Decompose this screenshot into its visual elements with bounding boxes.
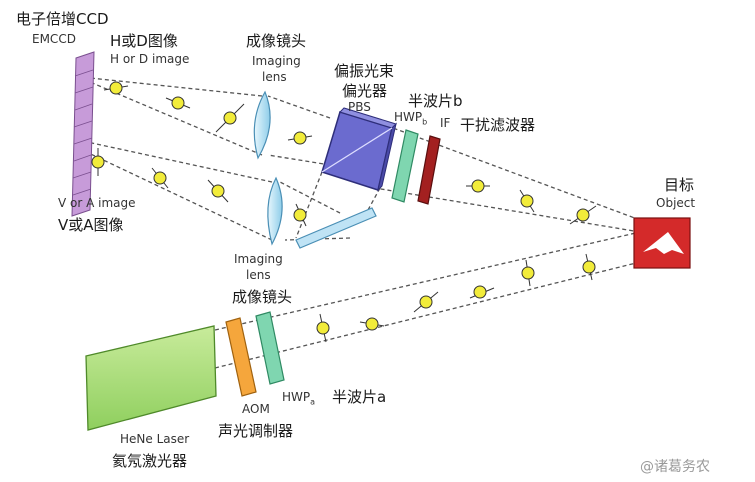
imaging-lens-lower <box>267 176 283 246</box>
label-hwpb-cn: 半波片b <box>408 92 463 110</box>
label-va-cn: V或A图像 <box>58 216 124 234</box>
particle-marker <box>151 167 169 189</box>
hwp-b-plate <box>391 129 419 203</box>
reflector-plate <box>295 207 377 249</box>
label-object-en: Object <box>656 196 696 210</box>
particle-marker <box>293 203 307 227</box>
polarization-markers <box>91 81 597 343</box>
label-lens2-en-2: lens <box>246 268 271 282</box>
label-hwpb-en: HWPb <box>394 110 428 127</box>
label-hd-en: H or D image <box>110 52 190 66</box>
label-object-cn: 目标 <box>664 176 695 194</box>
particle-marker <box>413 291 439 313</box>
label-lens1-en-2: lens <box>262 70 287 84</box>
aircraft-icon <box>643 232 684 254</box>
label-hwpa-cn: 半波片a <box>332 388 387 406</box>
label-va-en: V or A image <box>58 196 136 210</box>
watermark-text: @诸葛务农 <box>640 459 710 475</box>
particle-marker <box>287 131 313 145</box>
label-pbs-cn-2: 偏光器 <box>342 82 388 100</box>
emccd-sensor <box>71 51 95 217</box>
particle-marker <box>91 148 105 176</box>
particle-marker <box>521 259 535 287</box>
label-hd-cn: H或D图像 <box>110 32 178 50</box>
target-object <box>633 217 691 269</box>
label-aom-cn: 声光调制器 <box>218 422 294 440</box>
particle-marker <box>359 317 385 331</box>
label-lens1-cn: 成像镜头 <box>246 32 307 50</box>
aom-modulator <box>225 317 257 397</box>
particle-marker <box>519 189 535 213</box>
particle-marker <box>582 253 596 281</box>
label-pbs-cn-1: 偏振光束 <box>334 62 395 80</box>
hene-laser <box>85 325 217 431</box>
label-ccd-cn: 电子倍增CCD <box>16 10 109 28</box>
label-pbs-en: PBS <box>348 100 371 114</box>
label-laser-en: HeNe Laser <box>120 432 190 446</box>
label-laser-cn: 氦氖激光器 <box>112 452 188 470</box>
label-if-en: IF <box>440 116 451 130</box>
particle-marker <box>215 103 245 133</box>
label-lens1-en-1: Imaging <box>252 54 301 68</box>
particle-marker <box>103 81 129 95</box>
beam-paths <box>77 77 641 369</box>
particle-marker <box>207 179 229 203</box>
particle-marker <box>469 285 495 299</box>
hwp-a-plate <box>255 311 285 385</box>
pbs-cube <box>321 107 397 192</box>
if-filter <box>417 135 441 205</box>
particle-marker <box>466 179 490 193</box>
label-ccd-en: EMCCD <box>32 32 76 46</box>
particle-marker <box>316 313 330 343</box>
label-if-cn: 干扰滤波器 <box>460 116 536 134</box>
label-hwpa-en: HWPa <box>282 390 316 407</box>
label-aom-en: AOM <box>242 402 270 416</box>
particle-marker <box>569 205 597 225</box>
label-lens2-cn: 成像镜头 <box>232 288 293 306</box>
label-lens2-en-1: Imaging <box>234 252 283 266</box>
particle-marker <box>165 96 191 110</box>
imaging-lens-upper <box>253 90 271 160</box>
